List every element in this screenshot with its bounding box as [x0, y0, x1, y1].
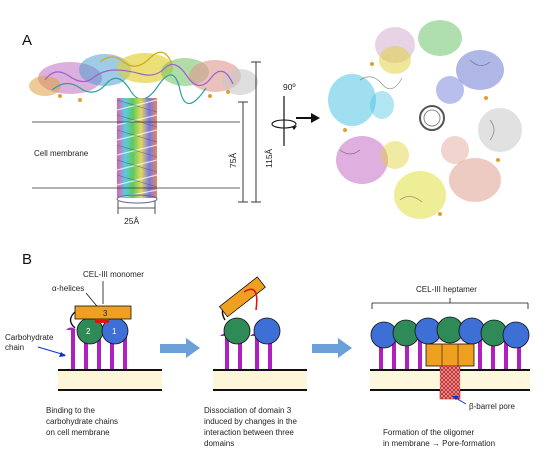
- carbohydrate-stem: [123, 330, 127, 370]
- heptamer-stage-3: [370, 316, 530, 400]
- domain-1: [253, 317, 281, 345]
- monomer-stage-2: [218, 276, 281, 370]
- carbohydrate-stem: [110, 330, 114, 370]
- heptamer-top-view-structure: [328, 20, 522, 219]
- carbohydrate-pointer: [37, 346, 66, 357]
- panel-a-label: A: [22, 32, 32, 49]
- carbohydrate-stem: [238, 336, 242, 370]
- carbohydrate-label-line2: chain: [5, 343, 24, 352]
- height-115-label: 115Å: [264, 148, 274, 168]
- caption-3-line2: in membrane → Pore-formation: [383, 439, 495, 448]
- membrane-stage-2: [213, 369, 307, 391]
- monomer-title: CEL-III monomer: [83, 270, 144, 279]
- carbohydrate-stem: [504, 336, 508, 370]
- caption-2-line1: Dissociation of domain 3: [204, 406, 292, 415]
- barrel-pore-label: β-barrel pore: [469, 402, 516, 411]
- carbohydrate-stem: [255, 336, 259, 370]
- height-dimensions: [238, 61, 261, 203]
- width-dimension: [117, 201, 156, 214]
- domain-1: [502, 321, 530, 349]
- membrane-stage-1: [58, 369, 162, 391]
- step-arrow-2-icon: [312, 338, 352, 358]
- carbohydrate-stem: [405, 336, 409, 370]
- rotation-label: 90º: [283, 82, 296, 92]
- caption-1-line2: carbohydrate chains: [46, 417, 118, 426]
- carbohydrate-stem: [97, 330, 101, 370]
- domain-2-label: 2: [86, 327, 91, 336]
- caption-2-line4: domains: [204, 439, 234, 448]
- barrel-pointer: [452, 396, 467, 405]
- domain-1-label: 1: [112, 327, 117, 336]
- domain-3: [218, 276, 266, 318]
- carbohydrate-label-line1: Carbohydrate: [5, 333, 54, 342]
- caption-1-line3: on cell membrane: [46, 428, 110, 437]
- carbohydrate-stem: [268, 336, 272, 370]
- carbohydrate-stem: [491, 336, 495, 370]
- domain-3-label: 3: [103, 309, 108, 318]
- beta-barrel-structure: [116, 98, 158, 204]
- heptamer-bracket: [371, 298, 529, 309]
- membrane-stage-3: [370, 369, 530, 391]
- caption-2-line3: interaction between three: [204, 428, 294, 437]
- rotation-icon: [271, 96, 297, 146]
- cell-membrane-label: Cell membrane: [34, 149, 89, 158]
- heptamer-title: CEL-III heptamer: [416, 285, 477, 294]
- alpha-helix: [95, 319, 109, 323]
- domain-3-cluster: [425, 343, 475, 367]
- carbohydrate-stem: [379, 336, 383, 370]
- panel-b-label: B: [22, 251, 32, 268]
- carbohydrate-stem: [418, 336, 422, 370]
- caption-2-line2: induced by changes in the: [204, 417, 298, 426]
- step-arrow-1-icon: [160, 338, 200, 358]
- height-75-label: 75Å: [228, 153, 238, 168]
- carbohydrate-stem: [71, 330, 75, 370]
- carbohydrate-stem: [225, 336, 229, 370]
- domain-2: [223, 317, 251, 345]
- carbohydrate-stem: [392, 336, 396, 370]
- caption-1-line1: Binding to the: [46, 406, 95, 415]
- width-label: 25Å: [124, 216, 139, 226]
- rotate-arrow-icon: [296, 113, 320, 123]
- protein-cap-structure: [29, 51, 258, 105]
- carbohydrate-stem: [517, 336, 521, 370]
- monomer-stage-1: [66, 305, 132, 370]
- carbohydrate-stem: [478, 336, 482, 370]
- alpha-helices-label: α-helices: [52, 284, 84, 293]
- caption-3-line1: Formation of the oligomer: [383, 428, 474, 437]
- carbohydrate-stem: [84, 330, 88, 370]
